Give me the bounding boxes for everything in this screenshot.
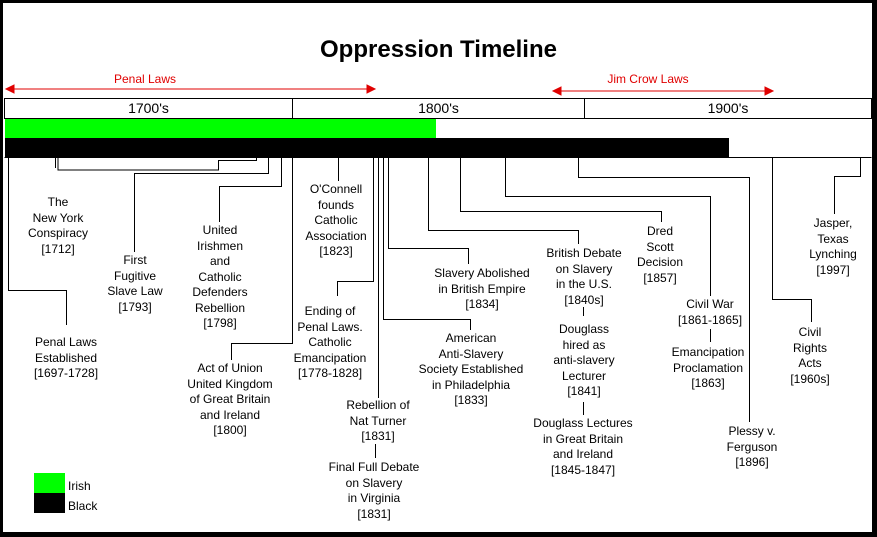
black-bar xyxy=(5,138,729,157)
irish-bar xyxy=(5,119,436,138)
event-civil-war: Civil War[1861-1865] xyxy=(677,297,743,327)
penal-laws-arrow xyxy=(4,84,377,94)
penal-laws-label: Penal Laws xyxy=(113,72,177,86)
century-band xyxy=(4,98,872,158)
event-connectors xyxy=(8,157,861,458)
jim-crow-laws-label: Jim Crow Laws xyxy=(607,72,689,86)
legend-irish-swatch xyxy=(34,473,65,493)
century-1700s: 1700's xyxy=(128,100,169,116)
legend-black-label: Black xyxy=(68,499,98,513)
legend-irish-label: Irish xyxy=(68,479,91,493)
page-title: Oppression Timeline xyxy=(320,36,557,63)
jim-crow-laws-arrow xyxy=(551,86,775,96)
event-plessy-ferguson: Plessy v.Ferguson[1896] xyxy=(726,424,778,469)
century-1900s: 1900's xyxy=(707,100,749,116)
century-1800s: 1800's xyxy=(418,100,459,116)
legend-black-swatch xyxy=(34,493,65,513)
